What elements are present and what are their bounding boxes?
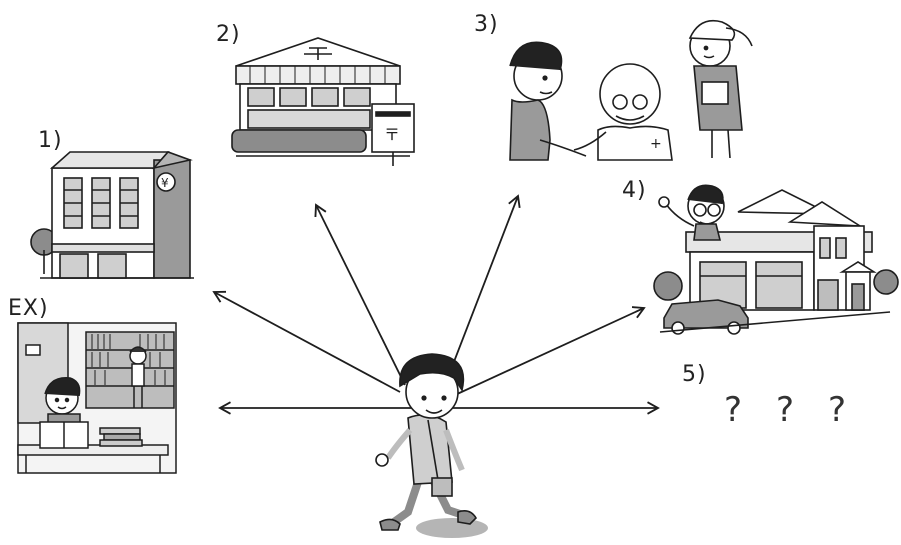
arrows xyxy=(212,194,660,415)
library-icon xyxy=(17,322,177,474)
label-5: 5) xyxy=(682,362,707,387)
walking-boy-icon xyxy=(375,353,488,538)
label-1: 1) xyxy=(38,128,63,153)
svg-text:+: + xyxy=(650,136,662,152)
label-4: 4) xyxy=(622,178,647,203)
label-3: 3) xyxy=(474,12,499,37)
question-mark: ? xyxy=(776,390,795,430)
post-office-icon: 〒 xyxy=(231,37,415,166)
question-mark: ? xyxy=(724,390,743,430)
bank-building-icon: ¥ xyxy=(30,151,194,279)
house-icon xyxy=(653,184,899,335)
question-mark: ? xyxy=(828,390,847,430)
arrow-to-house xyxy=(454,306,646,396)
label-ex: EX) xyxy=(8,296,49,321)
arrow-to-bank xyxy=(212,290,401,393)
arrow-to-clinic xyxy=(444,194,521,386)
label-2: 2) xyxy=(216,22,241,47)
doctor-visit-icon: + xyxy=(509,19,753,161)
svg-text:¥: ¥ xyxy=(161,176,169,190)
svg-text:〒: 〒 xyxy=(384,125,400,144)
arrow-to-post-office xyxy=(314,203,406,386)
